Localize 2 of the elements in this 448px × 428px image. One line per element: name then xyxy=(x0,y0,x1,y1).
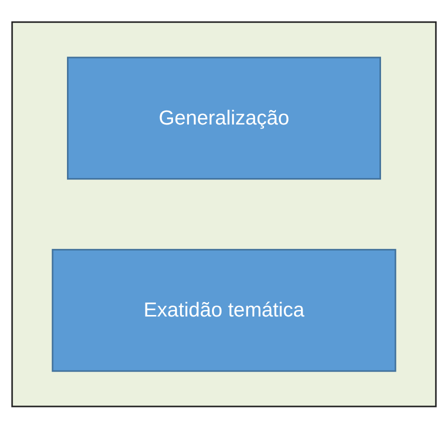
node-box xyxy=(66,56,382,180)
node-box xyxy=(52,248,396,372)
